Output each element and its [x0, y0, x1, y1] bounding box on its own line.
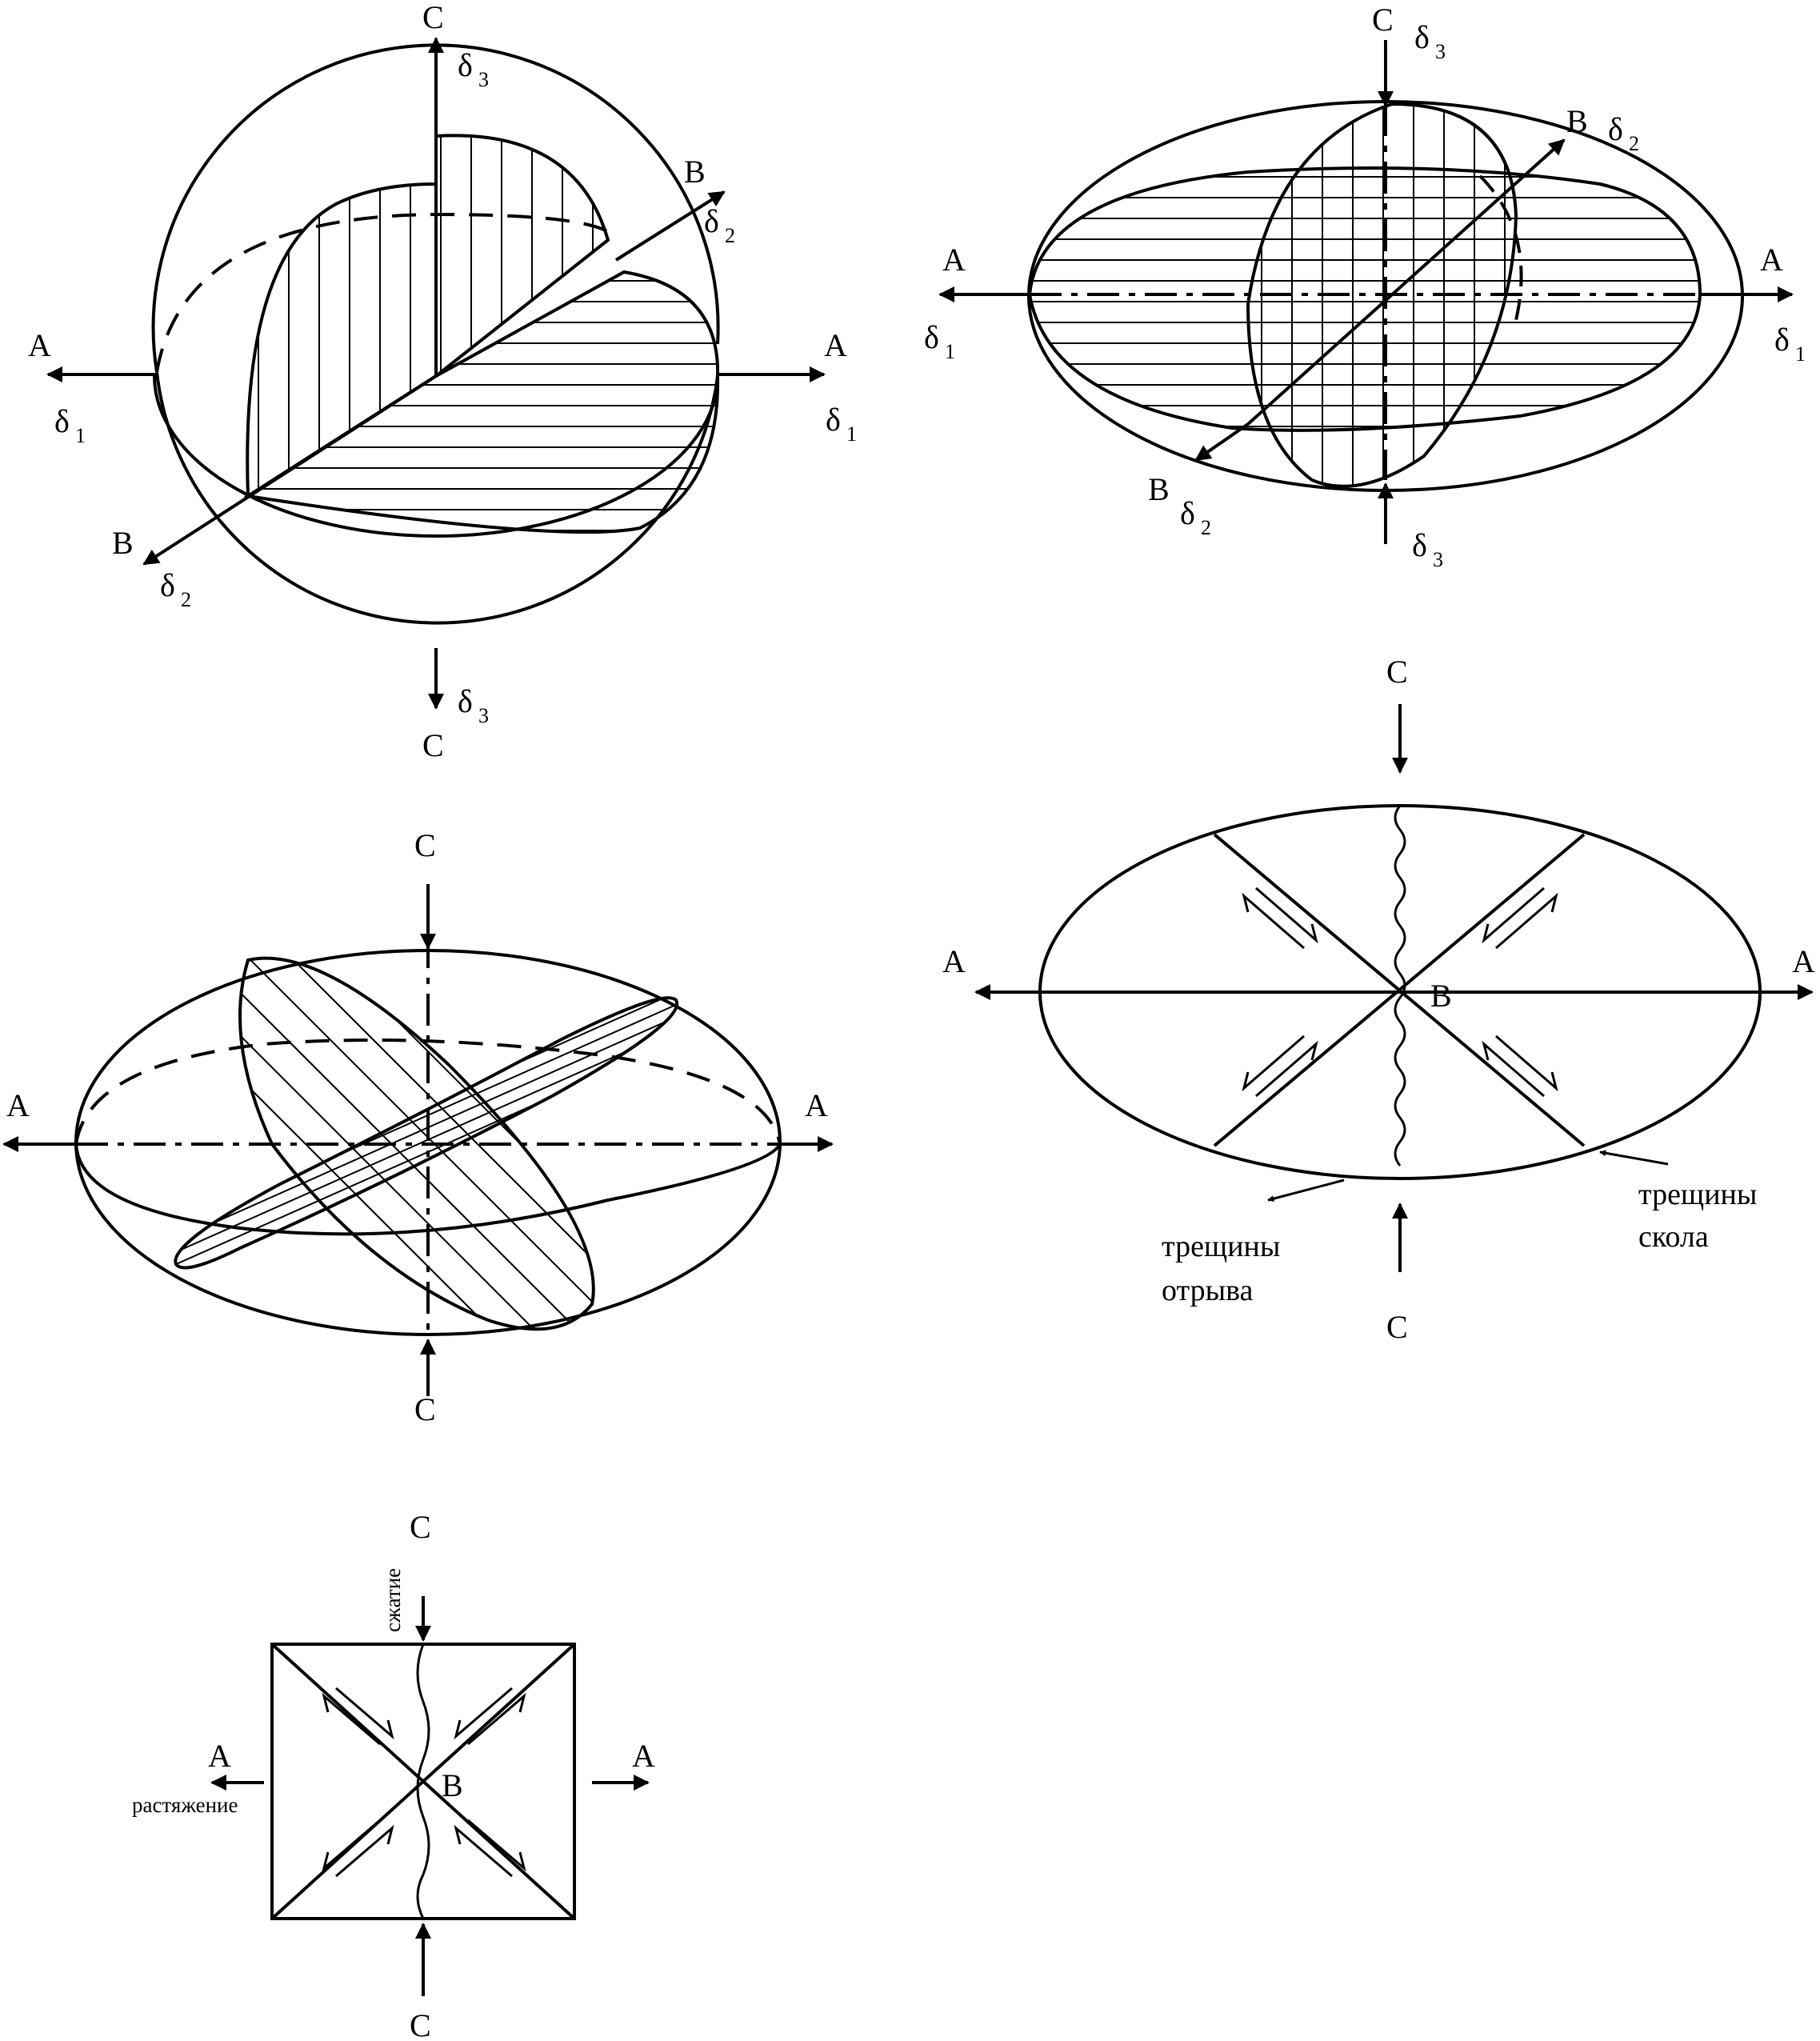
square-panel — [210, 1596, 650, 1996]
caption-shear-cracks-1: трещины — [1638, 1178, 1757, 1211]
ellipsoid-panel-1 — [938, 40, 1794, 544]
axis-b-down-left — [1194, 422, 1250, 462]
label-c-top-3: C — [414, 827, 436, 863]
square-labels: C сжатие A растяжение A B C — [132, 1509, 655, 2041]
label-sub-3-top-2: 3 — [1435, 40, 1446, 63]
label-sub-1-right-2: 1 — [1795, 342, 1806, 366]
label-delta-2-right: δ — [704, 203, 719, 239]
label-sub-3-bottom: 3 — [478, 704, 489, 727]
label-sub-1-right: 1 — [846, 422, 857, 446]
label-delta-2-bottom-2: δ — [1180, 495, 1195, 531]
caption-extension: растяжение — [132, 1793, 238, 1817]
shear-crack-2 — [1213, 833, 1586, 1147]
label-sub-2-top-2: 2 — [1629, 132, 1639, 155]
label-delta-2-left: δ — [160, 567, 175, 603]
tension-crack-wavy — [1394, 805, 1406, 1167]
label-sub-2-bottom-2: 2 — [1201, 516, 1211, 539]
caption-tension-cracks-1: трещины — [1162, 1230, 1280, 1263]
label-delta-3-top-2: δ — [1414, 19, 1430, 55]
caption-shear-cracks-2: скола — [1638, 1220, 1709, 1254]
crack-ellipse-labels: C A A B трещины отрыва трещины скола C — [942, 654, 1815, 1345]
label-a-right-4: A — [1792, 943, 1815, 979]
label-sub-1-left: 1 — [75, 424, 86, 447]
label-b-left: B — [112, 525, 134, 561]
ellipsoid-panel-2 — [2, 884, 834, 1396]
label-c-top-5: C — [410, 1509, 431, 1545]
label-a-right-2: A — [1760, 242, 1783, 278]
label-a-left: A — [28, 327, 51, 363]
label-delta-3-bottom: δ — [458, 683, 473, 719]
label-delta-1-left: δ — [54, 403, 70, 439]
label-c-bottom-5: C — [410, 2007, 431, 2041]
sphere-outline — [151, 43, 720, 373]
label-delta-3-top: δ — [458, 47, 473, 83]
label-a-right-3: A — [805, 1087, 828, 1123]
vertical-section-2-back — [1478, 174, 1523, 321]
label-c-top-2: C — [1372, 2, 1394, 38]
axis-b-diagonal — [1246, 138, 1566, 426]
label-sub-2-left: 2 — [181, 588, 191, 611]
crack-ellipse-panel — [974, 704, 1814, 1272]
label-a-right: A — [824, 327, 847, 363]
label-a-left-2: A — [942, 242, 966, 278]
label-delta-1-right-2: δ — [1774, 322, 1790, 358]
pointer-tension — [1267, 1179, 1345, 1203]
label-sub-2-right: 2 — [725, 224, 735, 247]
label-b-center-4: B — [1430, 978, 1452, 1014]
label-sub-1-left-2: 1 — [945, 340, 955, 363]
sphere-panel — [46, 37, 826, 710]
label-delta-3-bottom-2: δ — [1412, 527, 1427, 563]
vertical-section — [246, 134, 610, 499]
label-b-right: B — [684, 154, 706, 190]
label-b-top-2: B — [1566, 103, 1588, 139]
label-a-left-3: A — [6, 1087, 30, 1123]
label-delta-1-left-2: δ — [924, 319, 939, 355]
label-delta-2-top-2: δ — [1608, 111, 1623, 147]
shear-sense-arrows — [1242, 886, 1558, 1098]
square-diagonal-2 — [270, 1643, 576, 1920]
label-a-right-5: A — [632, 1738, 655, 1774]
square-shear-arrows — [322, 1687, 526, 1878]
square-tension-crack — [416, 1643, 430, 1919]
label-c-bottom: C — [422, 727, 444, 763]
ellipsoid-1-labels: C δ 3 B δ 2 A δ 1 A δ 1 B δ 2 δ 3 — [924, 2, 1806, 571]
label-c-bottom-4: C — [1386, 1309, 1408, 1345]
label-b-bottom-2: B — [1148, 471, 1170, 507]
label-sub-3-top: 3 — [478, 68, 489, 91]
label-sub-3-bottom-2: 3 — [1433, 548, 1443, 571]
caption-tension-cracks-2: отрыва — [1162, 1274, 1254, 1307]
label-a-left-5: A — [208, 1738, 231, 1774]
caption-compression: сжатие — [381, 1568, 405, 1632]
label-c-top: C — [422, 0, 444, 35]
axis-b-back — [614, 190, 726, 262]
sphere-labels: C δ 3 B δ 2 A δ 1 A δ 1 B δ 2 δ 3 C — [28, 0, 857, 763]
label-c-bottom-3: C — [414, 1391, 436, 1427]
axis-b-front — [142, 374, 438, 566]
label-delta-1-right: δ — [826, 402, 841, 438]
horizontal-section — [243, 270, 720, 534]
label-a-left-4: A — [942, 943, 966, 979]
shear-plane-shallow — [174, 996, 679, 1270]
label-b-center-5: B — [442, 1767, 463, 1803]
ellipsoid-2-labels: C A A C — [6, 827, 828, 1427]
pointer-shear — [1599, 1150, 1669, 1166]
label-c-top-4: C — [1386, 654, 1408, 690]
